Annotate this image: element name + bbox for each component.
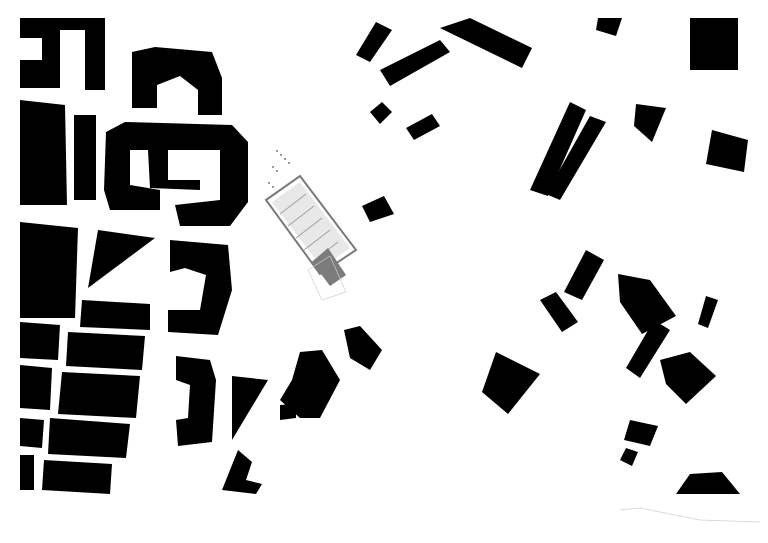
building-block <box>620 448 638 466</box>
building-block <box>280 350 340 418</box>
building-block <box>20 418 44 448</box>
building-block <box>690 18 738 70</box>
building-block <box>66 332 145 370</box>
building-block <box>596 18 622 36</box>
building-block <box>58 372 140 418</box>
building-block <box>42 460 112 494</box>
building-block <box>168 240 232 335</box>
building-block <box>482 352 540 414</box>
building-block <box>280 404 296 420</box>
building-block <box>380 40 450 86</box>
building-block <box>634 104 666 142</box>
building-block <box>20 322 60 360</box>
building-block <box>222 450 262 494</box>
site-courtyard <box>272 182 350 268</box>
building-block <box>232 376 268 440</box>
building-block <box>676 472 740 494</box>
building-block <box>626 320 670 378</box>
building-block <box>344 326 382 370</box>
building-block <box>540 292 578 332</box>
building-block <box>132 47 222 115</box>
building-block <box>74 115 96 200</box>
central-buildings <box>280 18 532 420</box>
building-block <box>88 230 155 288</box>
building-block <box>660 352 716 404</box>
building-block <box>48 418 130 458</box>
building-block <box>564 250 604 300</box>
building-block <box>698 296 718 328</box>
building-block <box>176 356 216 446</box>
site-building-outline <box>264 174 358 276</box>
building-block <box>440 18 532 68</box>
site-annex <box>312 248 346 286</box>
building-block <box>20 222 78 318</box>
project-site <box>264 150 358 301</box>
building-block <box>618 274 676 334</box>
building-block <box>362 196 394 222</box>
west-district-buildings <box>20 18 268 494</box>
site-extension <box>307 255 347 301</box>
building-block <box>370 102 392 124</box>
building-block <box>530 102 586 196</box>
building-block <box>20 365 52 410</box>
building-block <box>20 455 34 490</box>
building-block <box>356 22 392 62</box>
building-block <box>546 116 606 200</box>
building-block <box>706 130 748 172</box>
site-hatching <box>268 150 290 188</box>
building-block <box>20 18 105 90</box>
building-block <box>80 300 150 330</box>
building-block <box>104 122 248 226</box>
building-block <box>406 114 440 140</box>
east-district-buildings <box>482 18 761 523</box>
building-block <box>624 420 658 446</box>
building-block <box>20 100 67 205</box>
